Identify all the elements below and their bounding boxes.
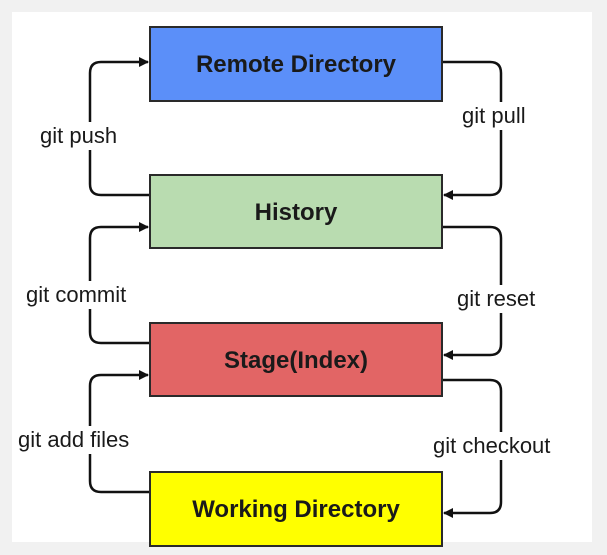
working-directory-label: Working Directory [192,496,400,523]
edge-git-pull: git pull [442,60,548,200]
edge-git-push: git push [38,57,150,197]
working-directory-box [149,471,443,547]
node-remote-directory: Remote Directory [149,26,443,102]
git-pull-label: git pull [462,103,526,128]
git-commit-label: git commit [26,282,126,307]
node-history: History [149,174,443,249]
node-working-directory: Working Directory [149,471,443,547]
edge-git-checkout: git checkout [431,378,583,518]
history-box [149,174,443,249]
git-add-files-label: git add files [18,427,129,452]
git-reset-label-bg [453,285,559,313]
git-checkout-label-bg [431,432,583,460]
stage-index-label: Stage(Index) [224,347,368,374]
stage-index-box [149,322,443,397]
git-reset-label: git reset [457,286,535,311]
node-stage-index: Stage(Index) [149,322,443,397]
git-add-files-label-bg [14,426,162,454]
git-commit-label-bg [24,281,154,309]
edge-git-commit: git commit [24,222,154,345]
edge-git-add-files: git add files [14,370,162,494]
remote-directory-box [149,26,443,102]
edge-git-reset: git reset [442,225,559,360]
remote-directory-label: Remote Directory [196,51,397,78]
git-checkout-label: git checkout [433,433,550,458]
git-push-label-bg [38,122,138,150]
git-pull-label-bg [458,102,548,130]
git-push-label: git push [40,123,117,148]
history-label: History [255,199,338,226]
